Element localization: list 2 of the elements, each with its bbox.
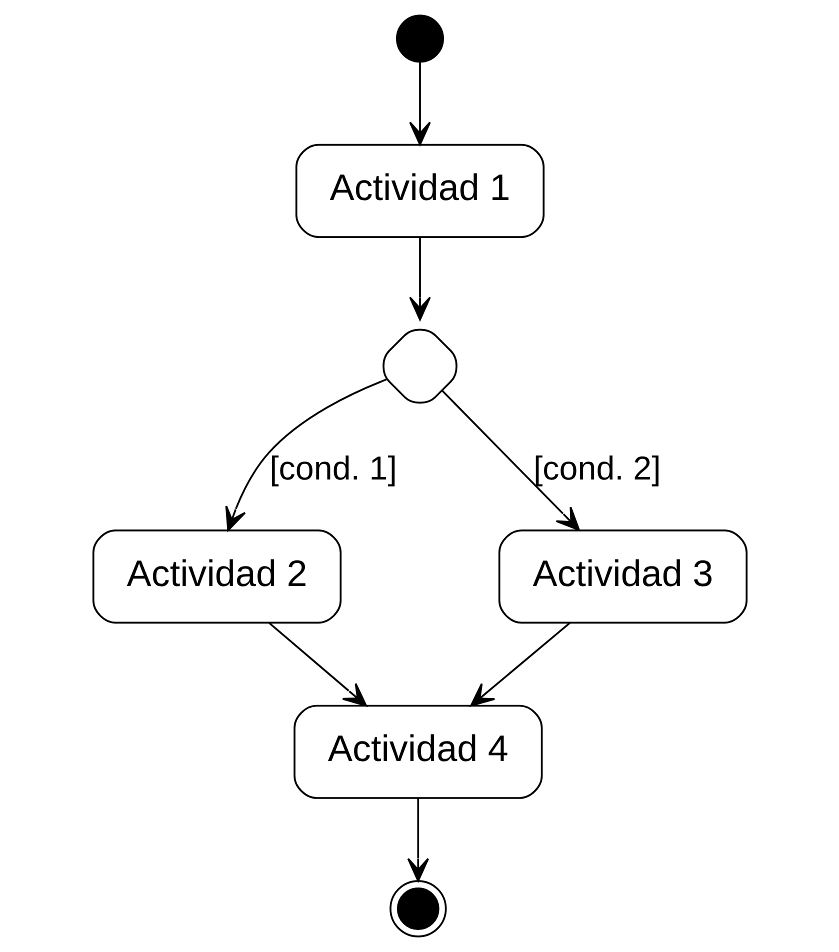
edge-label: [cond. 1] xyxy=(269,450,396,488)
edge-label: [cond. 2] xyxy=(532,450,660,488)
